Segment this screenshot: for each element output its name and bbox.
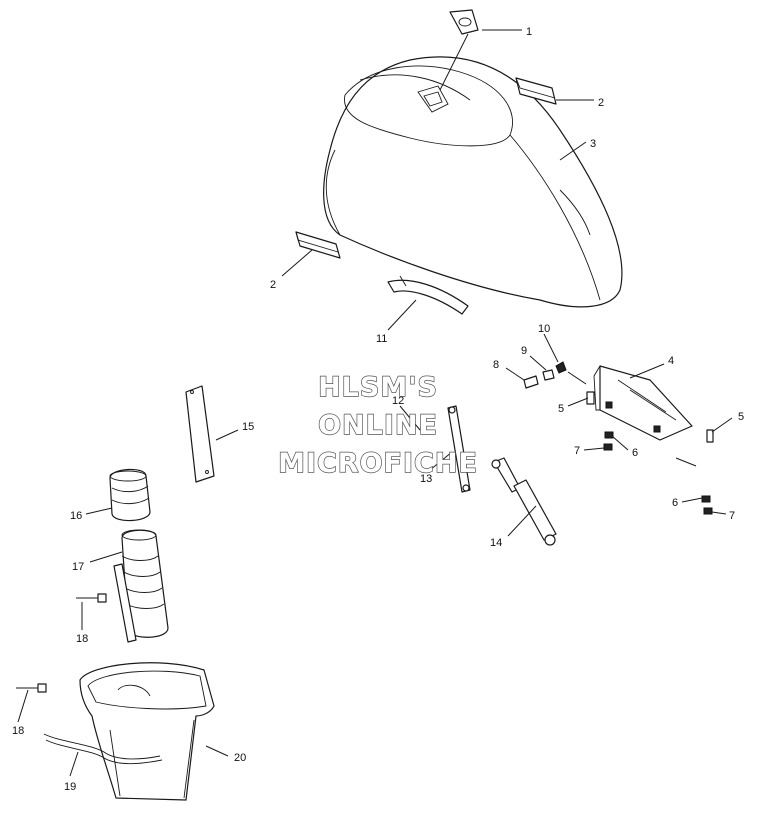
callout-20: 20 xyxy=(234,752,246,764)
callout-12: 12 xyxy=(392,395,404,407)
callout-5-right: 5 xyxy=(738,411,744,423)
callout-8: 8 xyxy=(493,359,499,371)
trim-strip-part xyxy=(387,275,469,315)
watermark-line-2: ONLINE xyxy=(318,410,438,441)
filter-part xyxy=(109,468,151,522)
callout-7-upper: 7 xyxy=(574,445,580,457)
watermark-line-1: HLSM'S xyxy=(318,372,438,403)
callout-9: 9 xyxy=(521,345,527,357)
callout-13: 13 xyxy=(420,473,432,485)
callout-11: 11 xyxy=(376,333,387,345)
link-arm-part xyxy=(447,405,471,493)
hinge-bracket-part xyxy=(593,365,693,441)
callout-16: 16 xyxy=(70,510,82,522)
storage-box-part xyxy=(79,662,215,801)
callout-1: 1 xyxy=(526,26,532,38)
cable-part xyxy=(43,733,163,765)
callout-6-upper: 6 xyxy=(632,447,638,459)
callout-4: 4 xyxy=(668,355,674,367)
leader-lines xyxy=(17,29,733,777)
callout-6-lower: 6 xyxy=(672,497,678,509)
hardware-parts xyxy=(523,361,714,515)
rivet-upper-part xyxy=(76,593,107,603)
callout-labels: 1 2 3 2 11 10 9 8 4 5 5 7 6 12 13 15 14 … xyxy=(12,26,744,793)
hood-cover-part xyxy=(323,56,623,308)
callout-2-upper: 2 xyxy=(598,97,604,109)
channel-lower-part xyxy=(295,231,341,259)
bellows-duct-part xyxy=(113,529,169,643)
callout-5-left: 5 xyxy=(558,403,564,415)
callout-2-lower: 2 xyxy=(270,279,276,291)
gas-strut-part xyxy=(491,457,557,546)
watermark: HLSM'S ONLINE MICROFICHE xyxy=(277,371,478,479)
channel-upper-part xyxy=(515,77,557,105)
callout-17: 17 xyxy=(72,561,84,573)
callout-18-upper: 18 xyxy=(76,633,88,645)
callout-14: 14 xyxy=(490,537,502,549)
callout-10: 10 xyxy=(538,323,550,335)
gasket-panel-part xyxy=(185,385,215,483)
callout-19: 19 xyxy=(64,781,76,793)
rivet-lower-part xyxy=(16,683,47,693)
callout-7-lower: 7 xyxy=(729,510,735,522)
decal-plate-part xyxy=(449,9,479,35)
callout-3: 3 xyxy=(590,138,596,150)
watermark-line-3: MICROFICHE xyxy=(278,448,478,479)
callout-18-lower: 18 xyxy=(12,725,24,737)
callout-15: 15 xyxy=(242,421,254,433)
